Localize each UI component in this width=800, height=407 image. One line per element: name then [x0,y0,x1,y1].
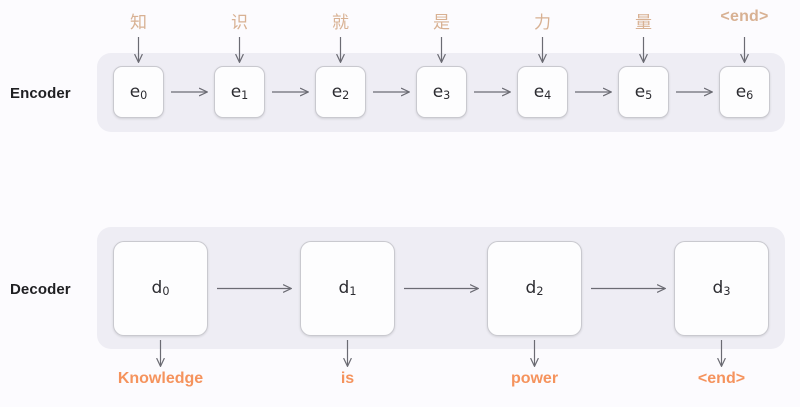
decoder-cell-label: d3 [712,278,731,299]
decoder-cell-label: d0 [151,278,170,299]
encoder-cell-e3[interactable]: e3 [416,66,467,118]
encoder-cell-label: e3 [432,81,451,102]
encoder-input-token-2: 就 [332,13,349,32]
encoder-cell-label: e0 [129,81,148,102]
encoder-cell-label: e6 [735,81,754,102]
decoder-row-label: Decoder [10,281,71,298]
encoder-input-token-5: 量 [635,13,652,32]
encoder-cell-label: e5 [634,81,653,102]
decoder-cell-label: d1 [338,278,357,299]
encoder-cell-label: e1 [230,81,249,102]
encoder-cell-e1[interactable]: e1 [214,66,265,118]
encoder-cell-e4[interactable]: e4 [517,66,568,118]
encoder-cell-label: e4 [533,81,552,102]
encoder-cell-e5[interactable]: e5 [618,66,669,118]
encoder-cell-e6[interactable]: e6 [719,66,770,118]
decoder-cell-d3[interactable]: d3 [674,241,769,336]
encoder-input-token-4: 力 [534,13,551,32]
decoder-cell-d2[interactable]: d2 [487,241,582,336]
encoder-cell-label: e2 [331,81,350,102]
decoder-cell-d1[interactable]: d1 [300,241,395,336]
encoder-input-token-6: <end> [720,8,769,25]
encoder-input-token-0: 知 [130,13,147,32]
decoder-output-token-2: power [510,370,559,387]
decoder-cell-label: d2 [525,278,544,299]
encoder-cell-e2[interactable]: e2 [315,66,366,118]
decoder-cell-d0[interactable]: d0 [113,241,208,336]
encoder-row-label: Encoder [10,85,71,102]
encoder-input-token-3: 是 [433,13,450,32]
decoder-output-token-1: is [340,370,355,387]
decoder-output-token-0: Knowledge [117,370,204,387]
decoder-output-token-3: <end> [697,370,746,387]
encoder-input-token-1: 识 [231,13,248,32]
encoder-cell-e0[interactable]: e0 [113,66,164,118]
